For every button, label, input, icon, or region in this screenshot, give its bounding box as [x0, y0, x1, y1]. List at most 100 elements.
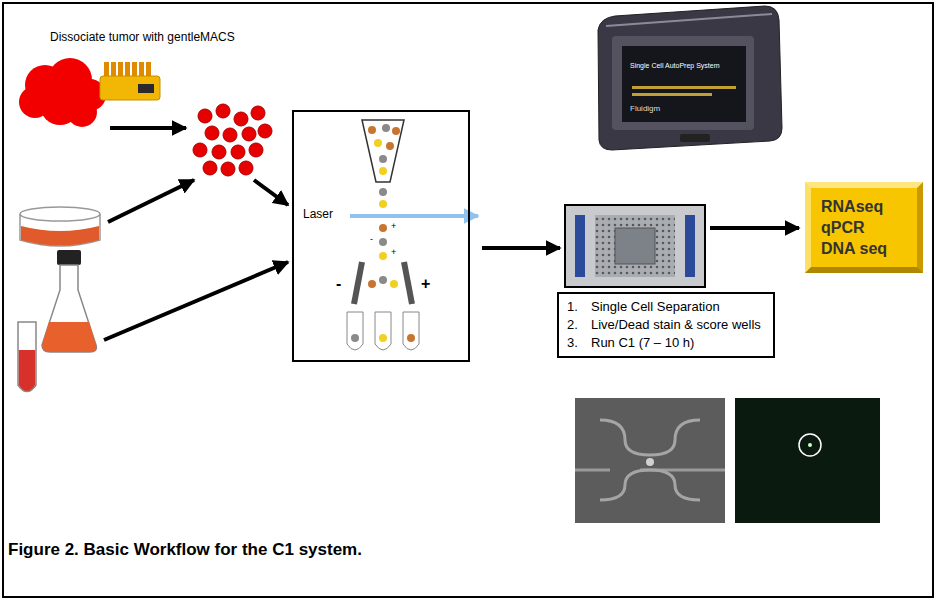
laser-beam — [350, 214, 478, 218]
screen-bar — [632, 86, 736, 89]
cell — [239, 161, 253, 175]
cell — [231, 145, 245, 159]
droplet — [392, 127, 400, 135]
step-text: Live/Dead stain & score wells — [591, 317, 765, 333]
cell — [203, 161, 217, 175]
output-label: RNAseq — [821, 196, 883, 217]
steps-box: 1.Single Cell Separation2.Live/Dead stai… — [557, 292, 775, 358]
output-label: qPCR — [821, 217, 865, 238]
droplet — [386, 142, 394, 150]
c1-instrument — [598, 6, 782, 150]
cell — [205, 126, 219, 140]
output-label: DNA seq — [821, 238, 887, 259]
charge-sign: + — [421, 276, 430, 292]
step-number: 2. — [567, 317, 591, 333]
cell — [249, 143, 263, 157]
droplet-charge: - — [370, 235, 373, 244]
brightfield-image — [575, 398, 725, 523]
droplet — [379, 224, 387, 232]
flask-cap — [57, 250, 81, 265]
droplet — [379, 334, 387, 342]
cell — [258, 124, 272, 138]
instrument-slot — [680, 134, 710, 142]
droplet — [368, 280, 376, 288]
laser-label: Laser — [303, 208, 333, 220]
step-number: 3. — [567, 335, 591, 351]
deflection-plate — [354, 262, 362, 304]
flask-and-tube — [18, 250, 96, 392]
droplet — [379, 238, 387, 246]
channel — [600, 420, 700, 455]
instrument-text: Single Cell AutoPrep System — [630, 62, 720, 70]
cell-sorter-illustration — [347, 120, 478, 350]
cell — [223, 128, 237, 142]
flask-medium — [42, 322, 96, 352]
droplet — [374, 139, 382, 147]
cell-sorter-box: Laser-++-+ — [292, 110, 470, 362]
droplet — [407, 334, 415, 342]
tube-sample — [19, 350, 35, 391]
droplet — [368, 126, 376, 134]
screen-bar — [632, 93, 712, 96]
chip-strip — [685, 215, 695, 277]
droplet — [379, 188, 387, 196]
tumor-blob — [19, 58, 106, 127]
dish-rim — [20, 207, 100, 221]
cell — [221, 162, 235, 176]
tumor-lobe — [67, 97, 97, 127]
gentlemacs-device — [100, 62, 160, 100]
output-box: RNAseqqPCRDNA seq — [805, 182, 923, 273]
sorter-funnel — [362, 120, 404, 182]
dissociated-cells — [193, 104, 272, 176]
ifc-chip — [565, 205, 705, 287]
droplet — [379, 200, 387, 208]
collection-tube — [347, 312, 363, 350]
droplet — [379, 167, 387, 175]
instrument-bezel — [612, 36, 754, 130]
cell — [193, 143, 207, 157]
fluorescence-image — [735, 398, 880, 523]
tumor-lobe — [19, 86, 51, 118]
device-body — [100, 76, 160, 100]
sample-tube — [18, 322, 36, 392]
droplet — [379, 252, 387, 260]
micrograph — [735, 398, 880, 523]
flask-body — [42, 265, 96, 352]
step-note: Dissociate tumor with gentleMACS — [50, 30, 235, 44]
device-screen — [138, 84, 154, 93]
cell — [242, 127, 256, 141]
instrument-brand: Fluidigm — [630, 104, 660, 114]
chip-core — [615, 228, 655, 264]
figure-frame — [3, 3, 933, 597]
cell — [216, 104, 230, 118]
flow-arrow — [710, 226, 799, 230]
droplet — [390, 280, 398, 288]
cell — [234, 112, 248, 126]
collection-tube — [403, 312, 419, 350]
droplet — [351, 334, 359, 342]
micrograph — [575, 398, 725, 523]
cell — [198, 109, 212, 123]
cell-marker — [799, 434, 821, 456]
chip-photo — [565, 205, 705, 287]
step-text: Run C1 (7 – 10 h) — [591, 335, 765, 351]
deflection-plate — [404, 262, 412, 304]
droplet — [382, 124, 390, 132]
cell — [251, 106, 265, 120]
droplet-charge: + — [391, 248, 396, 257]
channel — [600, 470, 700, 500]
figure-caption: Figure 2. Basic Workflow for the C1 syst… — [8, 540, 362, 560]
flow-arrow — [482, 246, 560, 250]
chip-wells — [595, 215, 675, 277]
step-number: 1. — [567, 299, 591, 315]
flow-arrow — [104, 262, 288, 340]
flow-arrow — [108, 180, 194, 222]
flow-arrow — [254, 180, 288, 205]
droplet — [379, 155, 387, 163]
step-text: Single Cell Separation — [591, 299, 765, 315]
cell — [212, 145, 226, 159]
culture-medium — [21, 226, 99, 246]
droplet-charge: + — [391, 222, 396, 231]
